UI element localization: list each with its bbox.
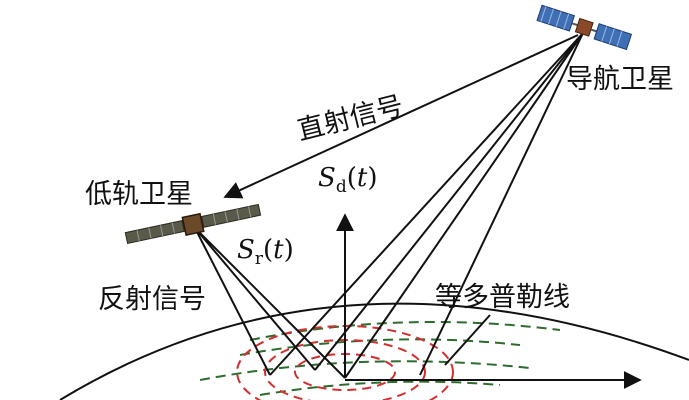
leo-satellite-label: 低轨卫星 xyxy=(85,179,193,210)
navigation-satellite-icon xyxy=(536,4,633,51)
nav-satellite-label: 导航卫星 xyxy=(566,64,674,95)
direct-signal-label: 直射信号 xyxy=(294,91,406,147)
leo-satellite-icon xyxy=(124,203,262,245)
reflected-signal-math: Sr(t) xyxy=(237,235,294,269)
reflected-signal-label: 反射信号 xyxy=(98,284,206,315)
reflected-rays xyxy=(194,227,346,379)
iso-doppler-label: 等多普勒线 xyxy=(435,282,570,313)
iso-doppler-pointer xyxy=(444,314,491,366)
direct-signal-arrow xyxy=(223,34,579,199)
nav-ground-rays xyxy=(269,32,584,379)
earth-surface xyxy=(59,302,689,400)
direct-signal-math: Sd(t) xyxy=(318,163,377,197)
